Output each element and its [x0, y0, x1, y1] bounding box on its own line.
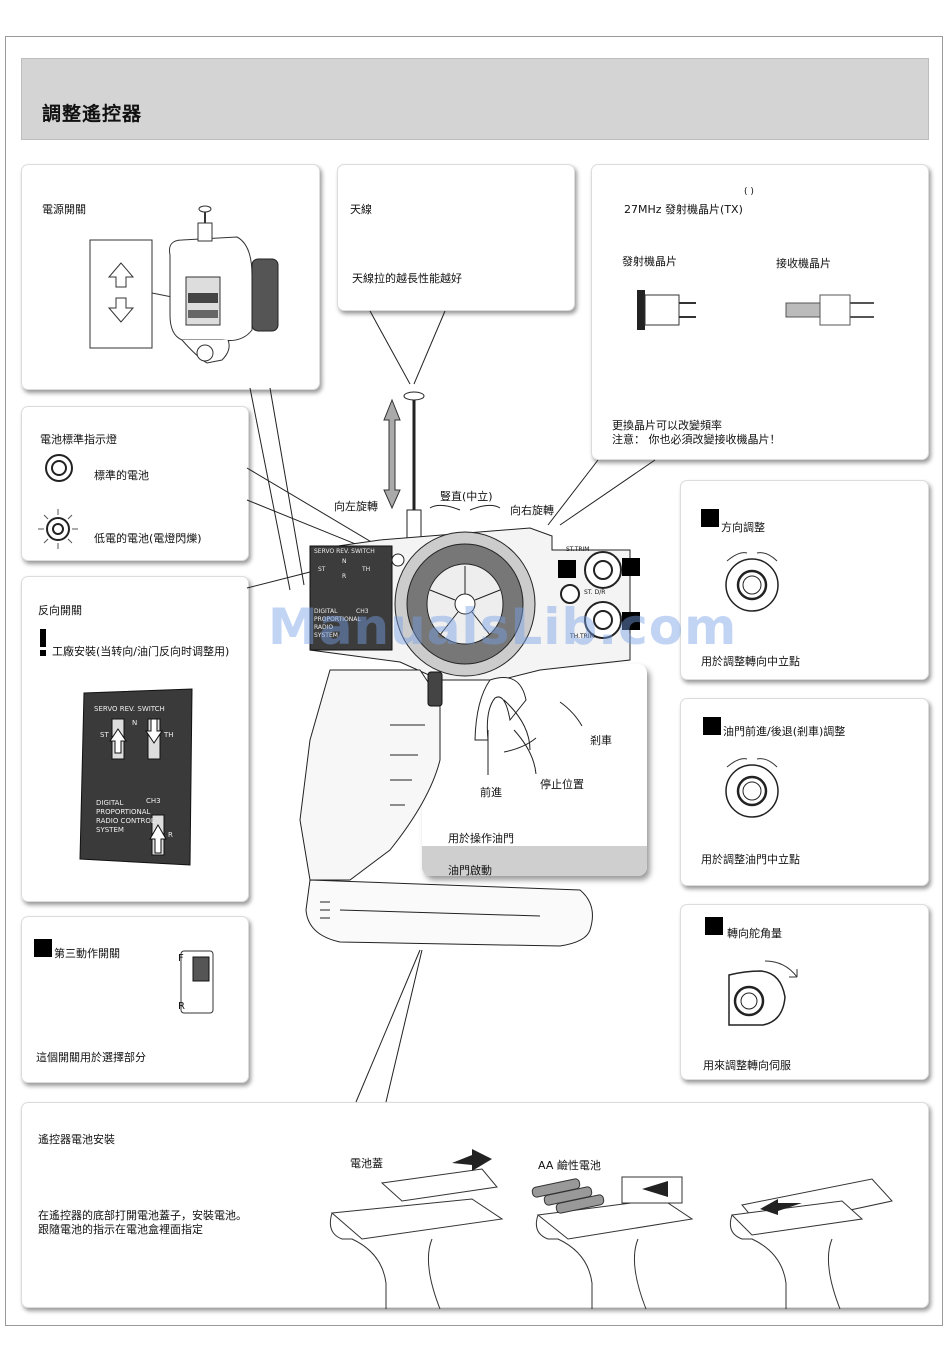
ch3-switch-title: 第三動作開關 — [54, 947, 120, 960]
normal-led-icon — [45, 454, 73, 482]
steering-trim-knob-icon — [725, 552, 779, 612]
plate-text-line: SYSTEM — [96, 826, 124, 834]
plate-st-label: ST — [100, 731, 109, 739]
brake-label: 剎車 — [590, 734, 612, 747]
battery-step-1-illustration — [329, 1149, 504, 1310]
face-ch3-label: CH3 — [356, 608, 369, 615]
ch3-r-label: R — [178, 1001, 185, 1012]
dual-rate-marker — [705, 917, 723, 935]
battery-step-3-illustration — [729, 1178, 893, 1310]
battery-install-desc-1: 在遙控器的底部打開電池蓋子，安裝電池。 — [38, 1209, 247, 1222]
face-header-text: SERVO REV. SWITCH — [314, 548, 375, 555]
battery-indicator-panel: 電池標準指示燈 標準的電池 低電的電池(電燈閃爍) — [21, 406, 249, 561]
crystal-note-2: 注意： 你也必須改變接收機晶片！ — [612, 433, 781, 446]
antenna-title: 天線 — [350, 203, 372, 216]
throttle-info-panel — [422, 664, 647, 876]
plate-text-line: DIGITAL — [96, 799, 124, 807]
face-text-line: PROPORTIONAL — [314, 616, 361, 623]
throttle-adjust-panel: 油門前進/後退(剎車)調整 用於調整油門中立點 — [680, 698, 929, 886]
crystal-title: 27MHz 發射機晶片(TX) — [624, 203, 743, 216]
right-turn-label: 向右旋轉 — [510, 504, 554, 517]
watermark: ManualsLib.com — [268, 598, 738, 656]
ch3-switch-panel: 第三動作開關 F R 這個開關用於選擇部分 — [21, 916, 249, 1083]
plate-text-line: RADIO CONTROL — [96, 817, 155, 825]
page-border — [5, 36, 943, 1326]
face-text-line: DIGITAL — [314, 608, 338, 615]
plate-text-line: PROPORTIONAL — [96, 808, 151, 816]
face-text-line: RADIO — [314, 624, 334, 631]
throttle-start-strip — [422, 846, 647, 876]
ch3-marker — [34, 939, 52, 957]
power-switch-title: 電源開關 — [42, 203, 86, 216]
power-switch-panel: 電源開關 — [21, 164, 320, 390]
antenna-panel: 天線 天線拉的越長性能越好 — [337, 164, 575, 311]
face-th-label: TH — [362, 566, 371, 573]
battery-install-panel: 遙控器電池安裝 在遙控器的底部打開電池蓋子，安裝電池。 跟隨電池的指示在電池盒裡… — [21, 1102, 929, 1310]
dual-rate-knob-icon — [728, 960, 798, 1026]
plate-r-label: R — [168, 831, 173, 839]
forward-label: 前進 — [480, 786, 502, 799]
warning-icon — [40, 629, 46, 656]
page-header: 調整遙控器 — [21, 58, 929, 140]
tx-crystal-label: 發射機晶片 — [622, 255, 677, 268]
low-battery-led-icon — [38, 509, 78, 549]
dual-rate-title: 轉向舵角量 — [727, 927, 782, 940]
aa-battery-label: AA 鹼性電池 — [538, 1159, 601, 1172]
battery-indicator-title: 電池標準指示燈 — [40, 433, 117, 446]
ch3-switch-icon — [180, 950, 214, 1014]
th-trim-label: TH.TRIM — [570, 633, 595, 640]
throttle-start-label: 油門啟動 — [448, 864, 492, 877]
throttle-trim-knob-icon — [725, 758, 779, 818]
throttle-use-label: 用於操作油門 — [448, 832, 514, 845]
reverse-warning-text: 工廠安裝(当转向/油门反向时调整用) — [52, 645, 230, 658]
ch3-f-label: F — [178, 953, 184, 964]
stop-position-label: 停止位置 — [540, 778, 584, 791]
throttle-adjust-marker — [703, 717, 721, 735]
dual-rate-note: 用來調整轉向伺服 — [703, 1059, 791, 1072]
crystal-paren: ( ) — [744, 187, 754, 197]
throttle-adjust-note: 用於調整油門中立點 — [701, 853, 800, 866]
rx-crystal-label: 接收機晶片 — [776, 257, 831, 270]
normal-battery-label: 標準的電池 — [94, 469, 149, 482]
plate-ch3-label: CH3 — [146, 797, 161, 805]
battery-install-desc-2: 跟隨電池的指示在電池盒裡面指定 — [38, 1223, 203, 1236]
reverse-switch-panel: 反向開關 工廠安裝(当转向/油门反向时调整用) SERVO REV. SWITC… — [21, 576, 249, 902]
low-battery-label: 低電的電池(電燈閃爍) — [94, 532, 202, 545]
left-turn-label: 向左旋轉 — [334, 500, 378, 513]
power-switch-illustration — [89, 205, 279, 364]
steering-adjust-title: 方向調整 — [721, 521, 765, 534]
plate-th-label: TH — [164, 731, 174, 739]
st-dr-label: ST. D/R — [584, 589, 606, 596]
transmitter-illustration — [299, 391, 640, 947]
dual-rate-panel: 轉向舵角量 用來調整轉向伺服 — [680, 904, 929, 1080]
crystal-panel: ( ) 27MHz 發射機晶片(TX) 發射機晶片 接收機晶片 更換晶片可以改變… — [591, 164, 929, 460]
steering-adjust-panel: 方向調整 用於調整轉向中立點 — [680, 480, 929, 680]
steering-adjust-marker — [701, 509, 719, 527]
crystal-note-1: 更換晶片可以改變頻率 — [612, 419, 722, 432]
face-n-label: N — [342, 558, 347, 565]
reverse-switch-plate — [79, 688, 193, 866]
throttle-adjust-title: 油門前進/後退(剎車)調整 — [723, 725, 846, 738]
face-r-label: R — [342, 573, 347, 580]
antenna-note: 天線拉的越長性能越好 — [352, 272, 462, 285]
crystal-illustration — [637, 290, 874, 330]
vertical-neutral-label: 豎直(中立) — [440, 490, 493, 503]
battery-install-title: 遙控器電池安裝 — [38, 1133, 115, 1146]
st-trim-label: ST.TRIM — [566, 546, 590, 553]
battery-cover-label: 電池蓋 — [350, 1157, 383, 1170]
ch3-switch-note: 這個開關用於選擇部分 — [36, 1051, 146, 1064]
plate-header-text: SERVO REV. SWITCH — [94, 705, 165, 713]
face-st-label: ST — [318, 566, 326, 573]
plate-n-label: N — [132, 719, 138, 727]
steering-adjust-note: 用於調整轉向中立點 — [701, 655, 800, 668]
battery-step-2-illustration — [531, 1176, 694, 1310]
page-title: 調整遙控器 — [42, 103, 143, 125]
reverse-switch-title: 反向開關 — [38, 604, 82, 617]
face-text-line: SYSTEM — [314, 632, 338, 639]
